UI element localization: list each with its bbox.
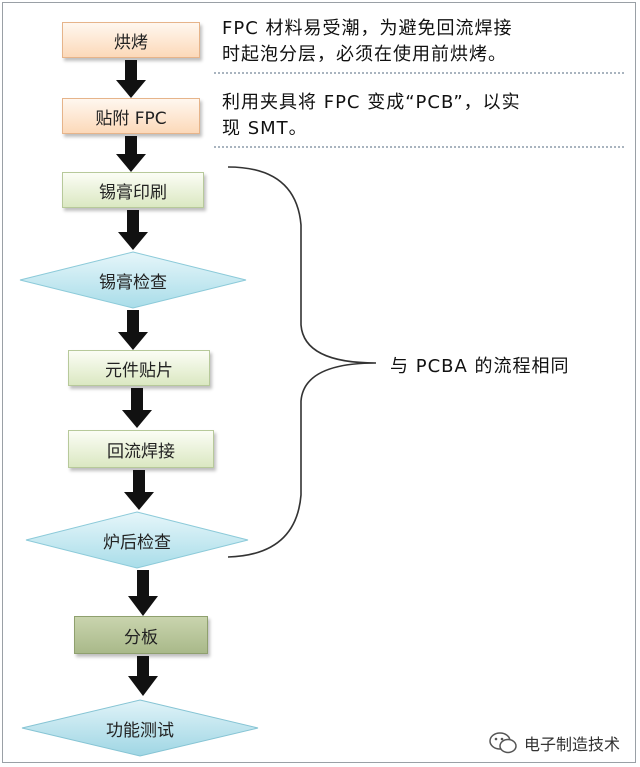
note-attach-fpc: 利用夹具将 FPC 变成“PCB”，以实 现 SMT。 — [222, 90, 622, 142]
step-depaneling: 分板 — [74, 616, 208, 654]
step-baking: 烘烤 — [62, 22, 200, 58]
watermark: 电子制造技术 — [488, 731, 620, 755]
step-post-reflow-inspect-label: 炉后检查 — [103, 532, 171, 553]
diamond-shape — [25, 511, 249, 569]
step-solder-paste-print-label: 锡膏印刷 — [99, 182, 167, 203]
note-attach-line1: 利用夹具将 FPC 变成“PCB”，以实 — [222, 92, 521, 113]
step-solder-paste-inspect: 锡膏检查 — [18, 250, 248, 310]
step-solder-paste-print: 锡膏印刷 — [62, 172, 204, 208]
watermark-text: 电子制造技术 — [523, 735, 620, 754]
step-attach-fpc-label: 贴附 FPC — [95, 108, 167, 129]
arrow-down-icon — [128, 656, 158, 696]
wechat-icon — [489, 732, 517, 754]
step-reflow-soldering: 回流焊接 — [68, 430, 214, 468]
note-baking-line2: 时起泡分层，必须在使用前烘烤。 — [222, 44, 507, 65]
step-component-placement: 元件贴片 — [68, 350, 210, 386]
note-attach-line2: 现 SMT。 — [222, 118, 308, 139]
step-solder-paste-inspect-label: 锡膏检查 — [99, 272, 167, 293]
step-attach-fpc: 贴附 FPC — [62, 98, 200, 134]
diamond-shape — [19, 251, 247, 309]
step-post-reflow-inspect: 炉后检查 — [24, 510, 250, 570]
step-baking-label: 烘烤 — [114, 32, 148, 53]
arrow-down-icon — [116, 136, 146, 172]
step-component-placement-label: 元件贴片 — [105, 360, 173, 381]
note-divider — [214, 146, 624, 148]
arrow-down-icon — [118, 210, 148, 250]
diamond-shape — [21, 699, 259, 757]
note-divider — [214, 72, 624, 74]
note-baking-line1: FPC 材料易受潮，为避免回流焊接 — [222, 18, 513, 39]
arrow-down-icon — [122, 388, 152, 428]
arrow-down-icon — [116, 60, 146, 98]
arrow-down-icon — [124, 470, 154, 510]
arrow-down-icon — [128, 570, 158, 616]
brace-icon — [227, 166, 377, 558]
arrow-down-icon — [118, 310, 148, 350]
brace-label: 与 PCBA 的流程相同 — [390, 356, 570, 377]
step-depaneling-label: 分板 — [124, 627, 158, 648]
step-reflow-soldering-label: 回流焊接 — [107, 441, 175, 462]
step-function-test-label: 功能测试 — [106, 720, 174, 741]
step-function-test: 功能测试 — [20, 698, 260, 758]
note-baking: FPC 材料易受潮，为避免回流焊接 时起泡分层，必须在使用前烘烤。 — [222, 16, 622, 68]
